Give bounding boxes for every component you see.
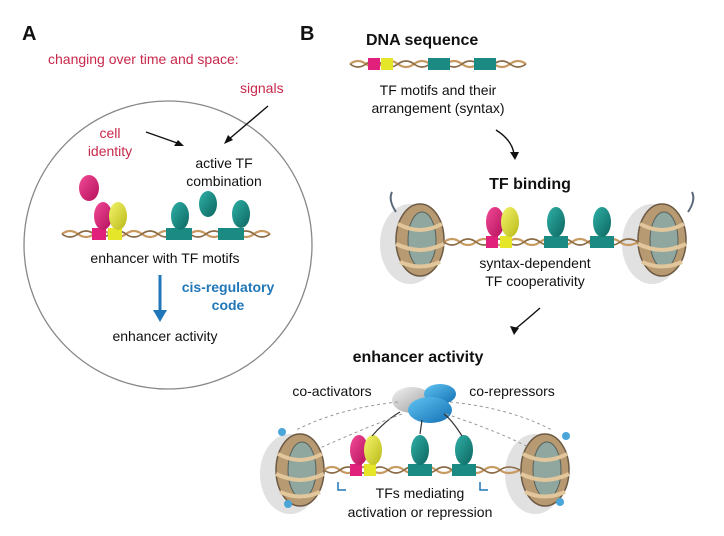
tf-combination-label-2: combination [186, 173, 262, 189]
recruitment-arrows [371, 411, 463, 437]
enhancer-activity-title: enhancer activity [353, 349, 484, 366]
tf-yellow-c [364, 435, 382, 465]
mediating-text-2: activation or repression [348, 504, 493, 520]
mark-4 [556, 498, 564, 506]
identity-arrow-head [174, 140, 184, 146]
arrow-to-binding-head [510, 152, 519, 160]
tf-magenta-c [350, 435, 368, 465]
tf-yellow-b [501, 207, 519, 237]
panel-a-heading: changing over time and space: [48, 51, 239, 67]
arrow-to-binding [495, 129, 515, 155]
tss-left-icon [337, 482, 346, 491]
panel-b-label: B [300, 23, 314, 45]
dashed-arrows [295, 401, 553, 449]
nucleosome-left-b [378, 202, 446, 286]
tf-magenta-b [486, 207, 504, 237]
tf-teal-b-2 [593, 207, 611, 237]
enhancer-dna-a [61, 228, 271, 240]
tss-right-icon [479, 482, 488, 491]
dna-text-2: arrangement (syntax) [371, 100, 504, 116]
signals-label: signals [240, 80, 284, 96]
enhancer-activity-label-a: enhancer activity [112, 328, 217, 344]
cell-identity-label-2: identity [88, 143, 132, 159]
mark-3 [562, 432, 570, 440]
code-label-1: cis-regulatory [182, 279, 275, 295]
binding-text-1: syntax-dependent [479, 255, 590, 271]
signals-arrow [227, 105, 269, 141]
corepressor-complex-2 [408, 397, 452, 423]
enhancer-label: enhancer with TF motifs [90, 250, 239, 266]
histone-tail-1 [389, 191, 397, 213]
mediating-text-1: TFs mediating [376, 485, 465, 501]
tf-combination-label-1: active TF [195, 155, 252, 171]
cell-identity-label-1: cell [99, 125, 120, 141]
mark-1 [278, 428, 286, 436]
dna-text-1: TF motifs and their [380, 82, 497, 98]
arrow-to-activity-head [510, 326, 519, 335]
identity-arrow [145, 131, 181, 145]
tf-teal-c-1 [411, 435, 429, 465]
free-tf-teal [199, 191, 217, 217]
signals-arrow-head [224, 135, 233, 144]
tf-teal-a-1 [171, 202, 189, 230]
tf-teal-a-2 [232, 200, 250, 228]
tf-teal-c-2 [455, 435, 473, 465]
tf-teal-b-1 [547, 207, 565, 237]
nucleosome-left-c [258, 432, 326, 516]
activity-dna [323, 464, 521, 476]
histone-tail-2 [687, 191, 695, 213]
cell-circle [23, 100, 313, 390]
tf-yellow-a [109, 202, 127, 230]
coactivators-label: co-activators [292, 383, 371, 399]
arrow-to-activity [513, 307, 541, 331]
mark-2 [284, 500, 292, 508]
dna-sequence-title: DNA sequence [366, 32, 478, 49]
motif-magenta [92, 228, 106, 240]
corepressors-label: co-repressors [469, 383, 555, 399]
binding-dna [443, 236, 639, 248]
motif-teal-2 [218, 228, 244, 240]
motif-teal-1 [166, 228, 192, 240]
panel-a-label: A [22, 23, 36, 45]
free-tf-magenta [79, 175, 99, 201]
motif-yellow [108, 228, 122, 240]
dna-sequence-strand [349, 58, 527, 70]
code-arrow-head [153, 310, 167, 322]
code-label-2: code [212, 297, 245, 313]
tf-magenta-a [94, 202, 112, 230]
tf-binding-title: TF binding [489, 176, 571, 193]
binding-text-2: TF cooperativity [485, 273, 585, 289]
